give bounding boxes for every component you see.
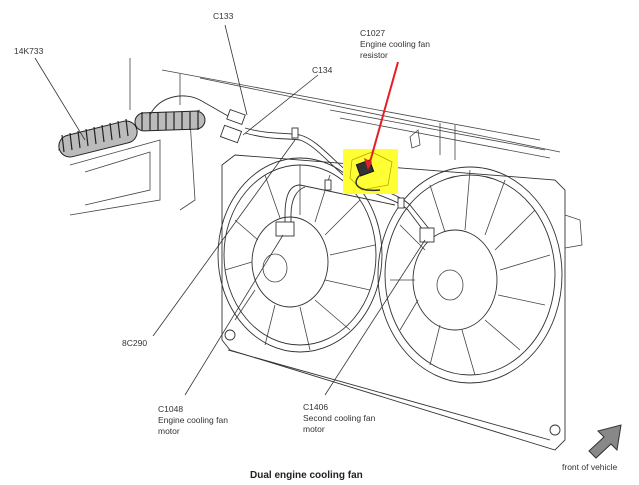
callout-8c290: 8C290 xyxy=(122,338,148,348)
callout-c1027-desc-1: Engine cooling fan xyxy=(360,39,430,49)
wiring-harness xyxy=(58,95,435,243)
red-arrow xyxy=(369,61,399,163)
callout-c1406-desc-1: Second cooling fan xyxy=(303,413,376,423)
resistor-highlight xyxy=(343,149,398,194)
callout-c1048-id: C1048 xyxy=(158,404,184,414)
callout-c1406-id: C1406 xyxy=(303,402,329,412)
callout-c1027-desc-2: resistor xyxy=(360,50,388,60)
callout-c1048: C1048 Engine cooling fan motor xyxy=(158,404,228,437)
callout-c1406: C1406 Second cooling fan motor xyxy=(303,402,375,435)
callout-c1027-id: C1027 xyxy=(360,28,386,38)
callout-c134: C134 xyxy=(312,65,333,75)
right-fan xyxy=(377,166,563,384)
callout-c1048-desc-1: Engine cooling fan xyxy=(158,415,228,425)
callout-c1027: C1027 Engine cooling fan resistor xyxy=(360,28,430,61)
callout-c133: C133 xyxy=(213,11,234,21)
red-arrow-head xyxy=(364,158,372,170)
front-of-vehicle-label: front of vehicle xyxy=(562,462,618,472)
leader-lines xyxy=(34,24,426,396)
callout-c1406-desc-2: motor xyxy=(303,424,325,434)
fan-shroud xyxy=(221,154,583,451)
diagram-title: Dual engine cooling fan xyxy=(250,470,363,481)
callout-c1048-desc-2: motor xyxy=(158,426,180,436)
front-of-vehicle-arrow xyxy=(588,424,622,459)
callout-14k733: 14K733 xyxy=(14,46,44,56)
